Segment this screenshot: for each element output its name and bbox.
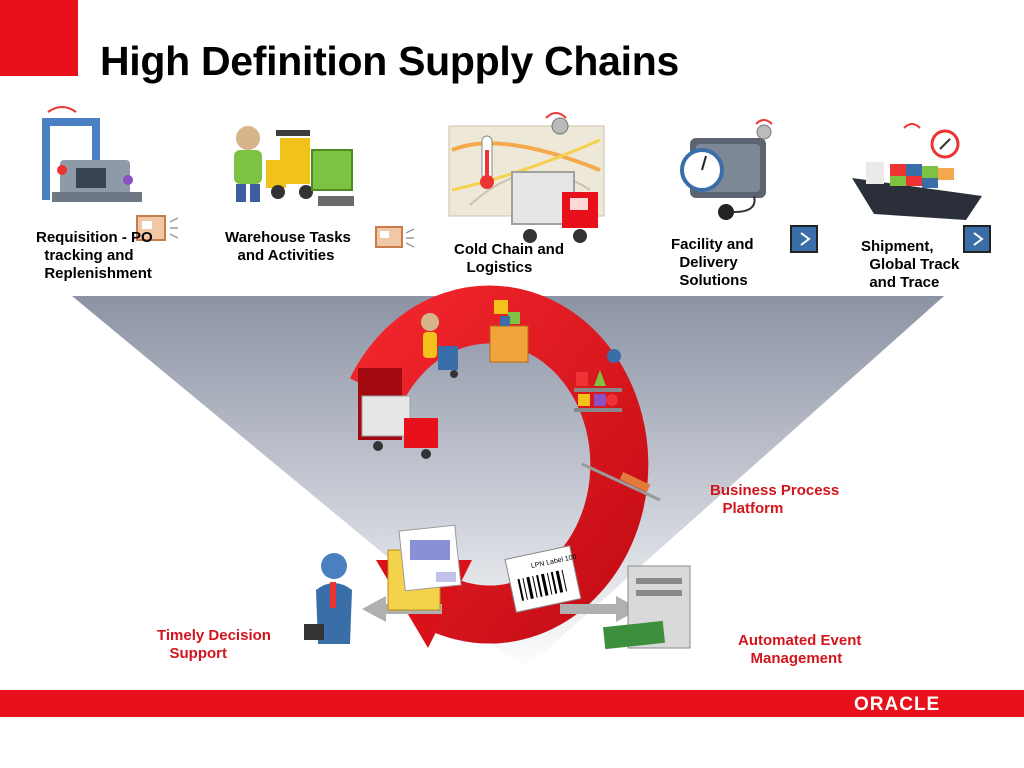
facility-label: Facility and Delivery Solutions <box>671 236 754 289</box>
container-ship-icon <box>852 123 982 220</box>
event-label: Automated Event Management <box>738 632 862 667</box>
facility-gauge-icon <box>680 119 773 220</box>
forklift-worker-icon <box>234 126 354 206</box>
platform-label: Business Process Platform <box>710 482 840 517</box>
warehouse-label: Warehouse Tasks and Activities <box>225 229 351 264</box>
decision-maker-person-icon <box>304 553 352 644</box>
decision-label: Timely Decision Support <box>157 627 271 662</box>
corner-accent <box>0 0 78 76</box>
shapes-shelf-icon <box>574 349 622 412</box>
syringe-sensor-icon <box>581 462 661 502</box>
footer-bar <box>0 690 1024 717</box>
shipment-label: Shipment, Global Track and Trace <box>861 238 960 291</box>
oracle-logo: ORACLE <box>854 694 941 715</box>
page-title: High Definition Supply Chains <box>100 38 679 84</box>
rfid-tag-icon <box>136 215 179 241</box>
documents-folder-icon <box>387 524 462 611</box>
rfid-tag-icon-2 <box>375 226 415 248</box>
conveyor-rfid-icon <box>42 106 142 202</box>
bluetooth-icon <box>790 225 818 253</box>
worker-hand-truck-icon <box>421 313 458 378</box>
cold-chain-label: Cold Chain and Logistics <box>454 241 564 276</box>
bluetooth-icon-2 <box>963 225 991 253</box>
server-icon <box>603 565 691 650</box>
requisition-label: Requisition - PO tracking and Replenishm… <box>36 229 153 282</box>
truck-icon-2 <box>361 395 438 459</box>
boxes-icon <box>489 300 529 363</box>
truck-icon <box>511 171 598 243</box>
barcode-label-icon: LPN Label 100 <box>504 545 582 613</box>
funnel-shape <box>72 296 944 670</box>
